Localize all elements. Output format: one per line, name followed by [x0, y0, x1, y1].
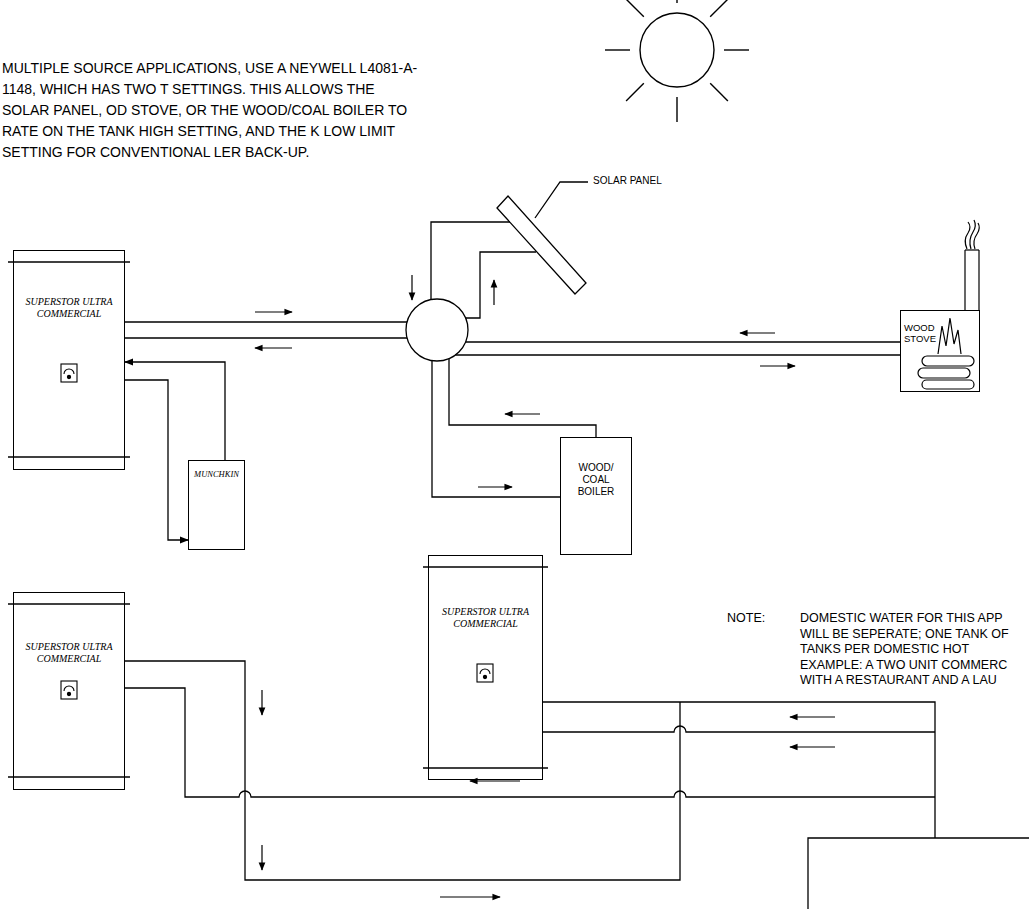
note-text: DOMESTIC WATER FOR THIS APP WILL BE SEPE… — [800, 611, 1024, 689]
lower-piping — [125, 661, 1029, 909]
sun-ray — [710, 83, 728, 101]
storage-tank: SUPERSTOR ULTRA COMMERCIAL — [13, 592, 125, 790]
flow-arrow — [740, 332, 775, 333]
leader-line — [535, 182, 588, 218]
tank-band — [8, 261, 130, 262]
pipe — [543, 702, 935, 838]
note-heading: NOTE: — [727, 611, 765, 627]
pipe — [466, 252, 536, 318]
manifold — [125, 222, 900, 497]
pipe — [125, 321, 407, 322]
wood-stove-box: WOOD STOVE — [900, 310, 980, 392]
gauge — [477, 664, 493, 682]
flow-arrow — [760, 365, 795, 366]
sun-symbol — [605, 0, 749, 122]
flow-arrow — [440, 896, 500, 897]
log — [918, 368, 970, 378]
gauge-dot — [67, 375, 70, 378]
flow-arrow — [505, 413, 540, 414]
flow-arrow — [790, 716, 835, 717]
smoke — [974, 223, 979, 249]
tank-bands — [8, 262, 548, 777]
flow-arrow — [470, 780, 520, 781]
sun-ray — [626, 0, 644, 17]
chimney — [978, 250, 979, 310]
pipe — [125, 661, 680, 880]
solar-panel-label: SOLAR PANEL — [593, 175, 662, 186]
sun-ray — [676, 97, 677, 122]
sun-ray — [626, 83, 644, 101]
solar-panel — [497, 196, 586, 294]
pipe — [455, 354, 900, 355]
node-label: SUPERSTOR ULTRA COMMERCIAL — [23, 296, 115, 320]
node-label: SUPERSTOR ULTRA COMMERCIAL — [23, 641, 115, 665]
sun-ray — [710, 0, 728, 17]
node-label: MUNCHKIN — [189, 469, 244, 479]
flow-arrow — [255, 347, 292, 348]
pipe — [431, 222, 510, 300]
flow-arrow — [478, 486, 512, 487]
flow-arrow — [255, 311, 292, 312]
tank-band — [423, 767, 548, 768]
gauge — [61, 681, 77, 699]
tank-band — [8, 603, 130, 604]
building-outline — [808, 838, 1029, 909]
flow-arrow — [493, 280, 494, 305]
storage-tank: SUPERSTOR ULTRA COMMERCIAL — [428, 555, 543, 780]
mixing-manifold — [406, 299, 468, 361]
pipe-connector — [125, 362, 225, 460]
flame — [938, 318, 961, 354]
sun-ray — [724, 49, 749, 50]
flow-arrow — [261, 690, 262, 715]
flow-arrows — [255, 275, 835, 897]
node-label: SUPERSTOR ULTRA COMMERCIAL — [440, 606, 532, 630]
gauge-dot — [67, 692, 70, 695]
sun-disc — [640, 13, 714, 87]
node-label: WOOD STOVE — [904, 322, 946, 344]
flow-arrow — [261, 845, 262, 870]
node-label: WOOD/ COAL BOILER — [570, 462, 622, 498]
boiler-box: MUNCHKIN — [188, 460, 245, 550]
tank-band — [423, 566, 548, 567]
gauge-dial — [480, 669, 490, 674]
stove-drawing — [918, 220, 979, 389]
gauge — [61, 364, 77, 382]
pipe — [466, 341, 900, 342]
pipe — [449, 359, 596, 437]
solar-panel-symbol — [497, 182, 588, 294]
gauge-dial — [64, 686, 74, 691]
smoke — [965, 222, 970, 249]
chimney — [964, 250, 965, 310]
gauge-dial — [64, 369, 74, 374]
boiler-box: WOOD/ COAL BOILER — [560, 437, 632, 555]
tank-band — [8, 776, 130, 777]
gauge-dot — [483, 675, 486, 678]
pipe — [125, 337, 407, 338]
pipe — [432, 361, 560, 497]
tank-band — [8, 456, 130, 457]
flow-arrow — [411, 275, 412, 300]
log — [922, 380, 974, 389]
pipe-connector — [125, 380, 188, 540]
flow-arrow — [790, 746, 835, 747]
sun-ray — [605, 49, 630, 50]
chimney — [965, 249, 979, 250]
note-text: MULTIPLE SOURCE APPLICATIONS, USE A NEYW… — [2, 58, 420, 163]
pipe — [543, 726, 935, 732]
log — [922, 356, 974, 366]
node-label: SOLAR PANEL — [593, 175, 662, 186]
pipe — [125, 688, 935, 797]
storage-tank: SUPERSTOR ULTRA COMMERCIAL — [13, 250, 125, 470]
sun-ray — [676, 0, 677, 3]
